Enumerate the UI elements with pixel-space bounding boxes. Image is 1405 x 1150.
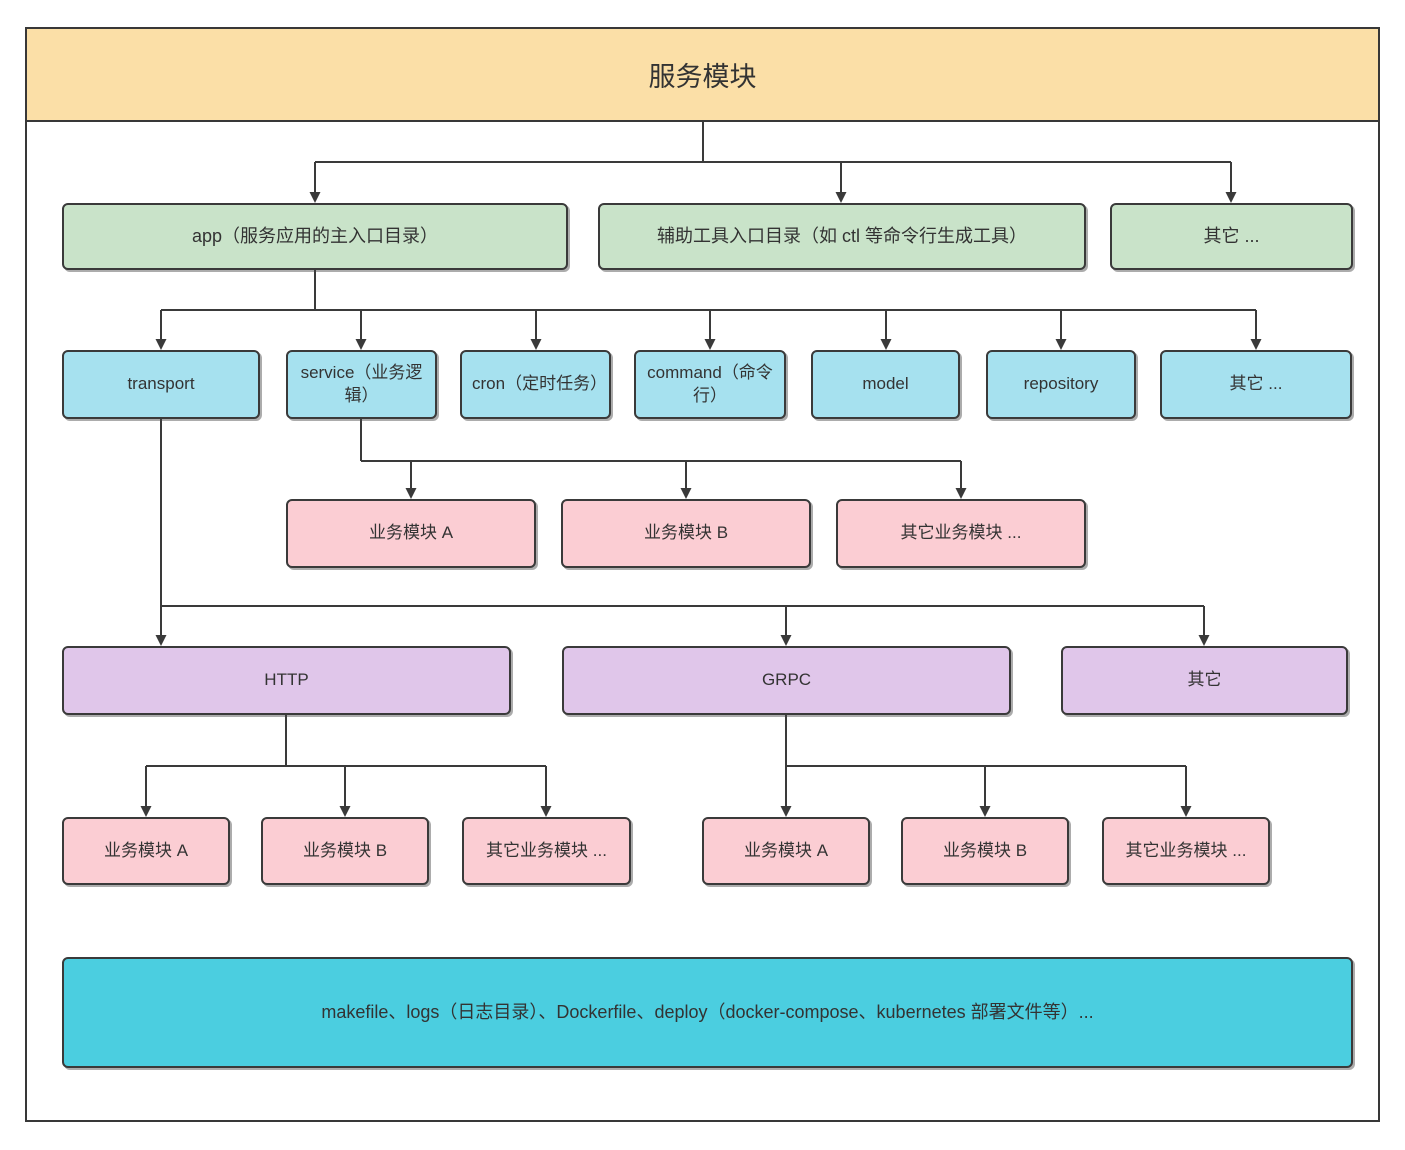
- node-label: 业务模块 B: [302, 840, 388, 860]
- node-label: 业务模块 A: [368, 523, 454, 543]
- node-label: 其它: [1187, 670, 1222, 690]
- node-level1-other: 其它 ...: [1110, 203, 1353, 270]
- node-http-module-other: 其它业务模块 ...: [462, 817, 631, 885]
- node-label: service（业务逻辑）: [300, 362, 423, 405]
- node-label: 辅助工具入口目录（如 ctl 等命令行生成工具）: [657, 226, 1027, 247]
- node-grpc-module-other: 其它业务模块 ...: [1102, 817, 1270, 885]
- node-transport: transport: [62, 350, 260, 419]
- node-http: HTTP: [62, 646, 511, 715]
- node-command: command（命令行）: [634, 350, 786, 419]
- node-infra-files: makefile、logs（日志目录）、Dockerfile、deploy（do…: [62, 957, 1353, 1068]
- node-repository: repository: [986, 350, 1136, 419]
- diagram-title-bar: 服务模块: [25, 27, 1380, 122]
- node-http-module-a: 业务模块 A: [62, 817, 230, 885]
- node-label: 其它业务模块 ...: [1125, 840, 1247, 860]
- node-helper-tools: 辅助工具入口目录（如 ctl 等命令行生成工具）: [598, 203, 1086, 270]
- diagram-title: 服务模块: [648, 62, 757, 92]
- node-transport-other: 其它: [1061, 646, 1348, 715]
- node-service-module-other: 其它业务模块 ...: [836, 499, 1086, 568]
- node-label: model: [862, 374, 909, 394]
- node-label: 业务模块 B: [942, 840, 1028, 860]
- node-grpc-module-a: 业务模块 A: [702, 817, 870, 885]
- node-label: command（命令行）: [647, 362, 773, 405]
- node-label: 业务模块 B: [643, 523, 729, 543]
- node-http-module-b: 业务模块 B: [261, 817, 429, 885]
- node-label: app（服务应用的主入口目录）: [191, 226, 439, 247]
- node-service: service（业务逻辑）: [286, 350, 437, 419]
- node-cron: cron（定时任务）: [460, 350, 611, 419]
- node-app: app（服务应用的主入口目录）: [62, 203, 568, 270]
- node-label: cron（定时任务）: [472, 374, 608, 394]
- node-level2-other: 其它 ...: [1160, 350, 1352, 419]
- node-service-module-b: 业务模块 B: [561, 499, 811, 568]
- node-label: transport: [127, 374, 195, 394]
- node-label: repository: [1023, 374, 1099, 394]
- node-label: 业务模块 A: [743, 840, 829, 860]
- node-grpc-module-b: 业务模块 B: [901, 817, 1069, 885]
- node-grpc: GRPC: [562, 646, 1011, 715]
- node-label: makefile、logs（日志目录）、Dockerfile、deploy（do…: [321, 1002, 1094, 1023]
- node-model: model: [811, 350, 960, 419]
- node-label: 业务模块 A: [103, 840, 189, 860]
- node-label: 其它业务模块 ...: [900, 523, 1022, 543]
- node-label: 其它 ...: [1203, 226, 1260, 247]
- node-service-module-a: 业务模块 A: [286, 499, 536, 568]
- node-label: GRPC: [761, 670, 812, 690]
- node-label: 其它 ...: [1229, 374, 1283, 394]
- node-label: 其它业务模块 ...: [486, 840, 607, 860]
- node-label: HTTP: [264, 670, 309, 690]
